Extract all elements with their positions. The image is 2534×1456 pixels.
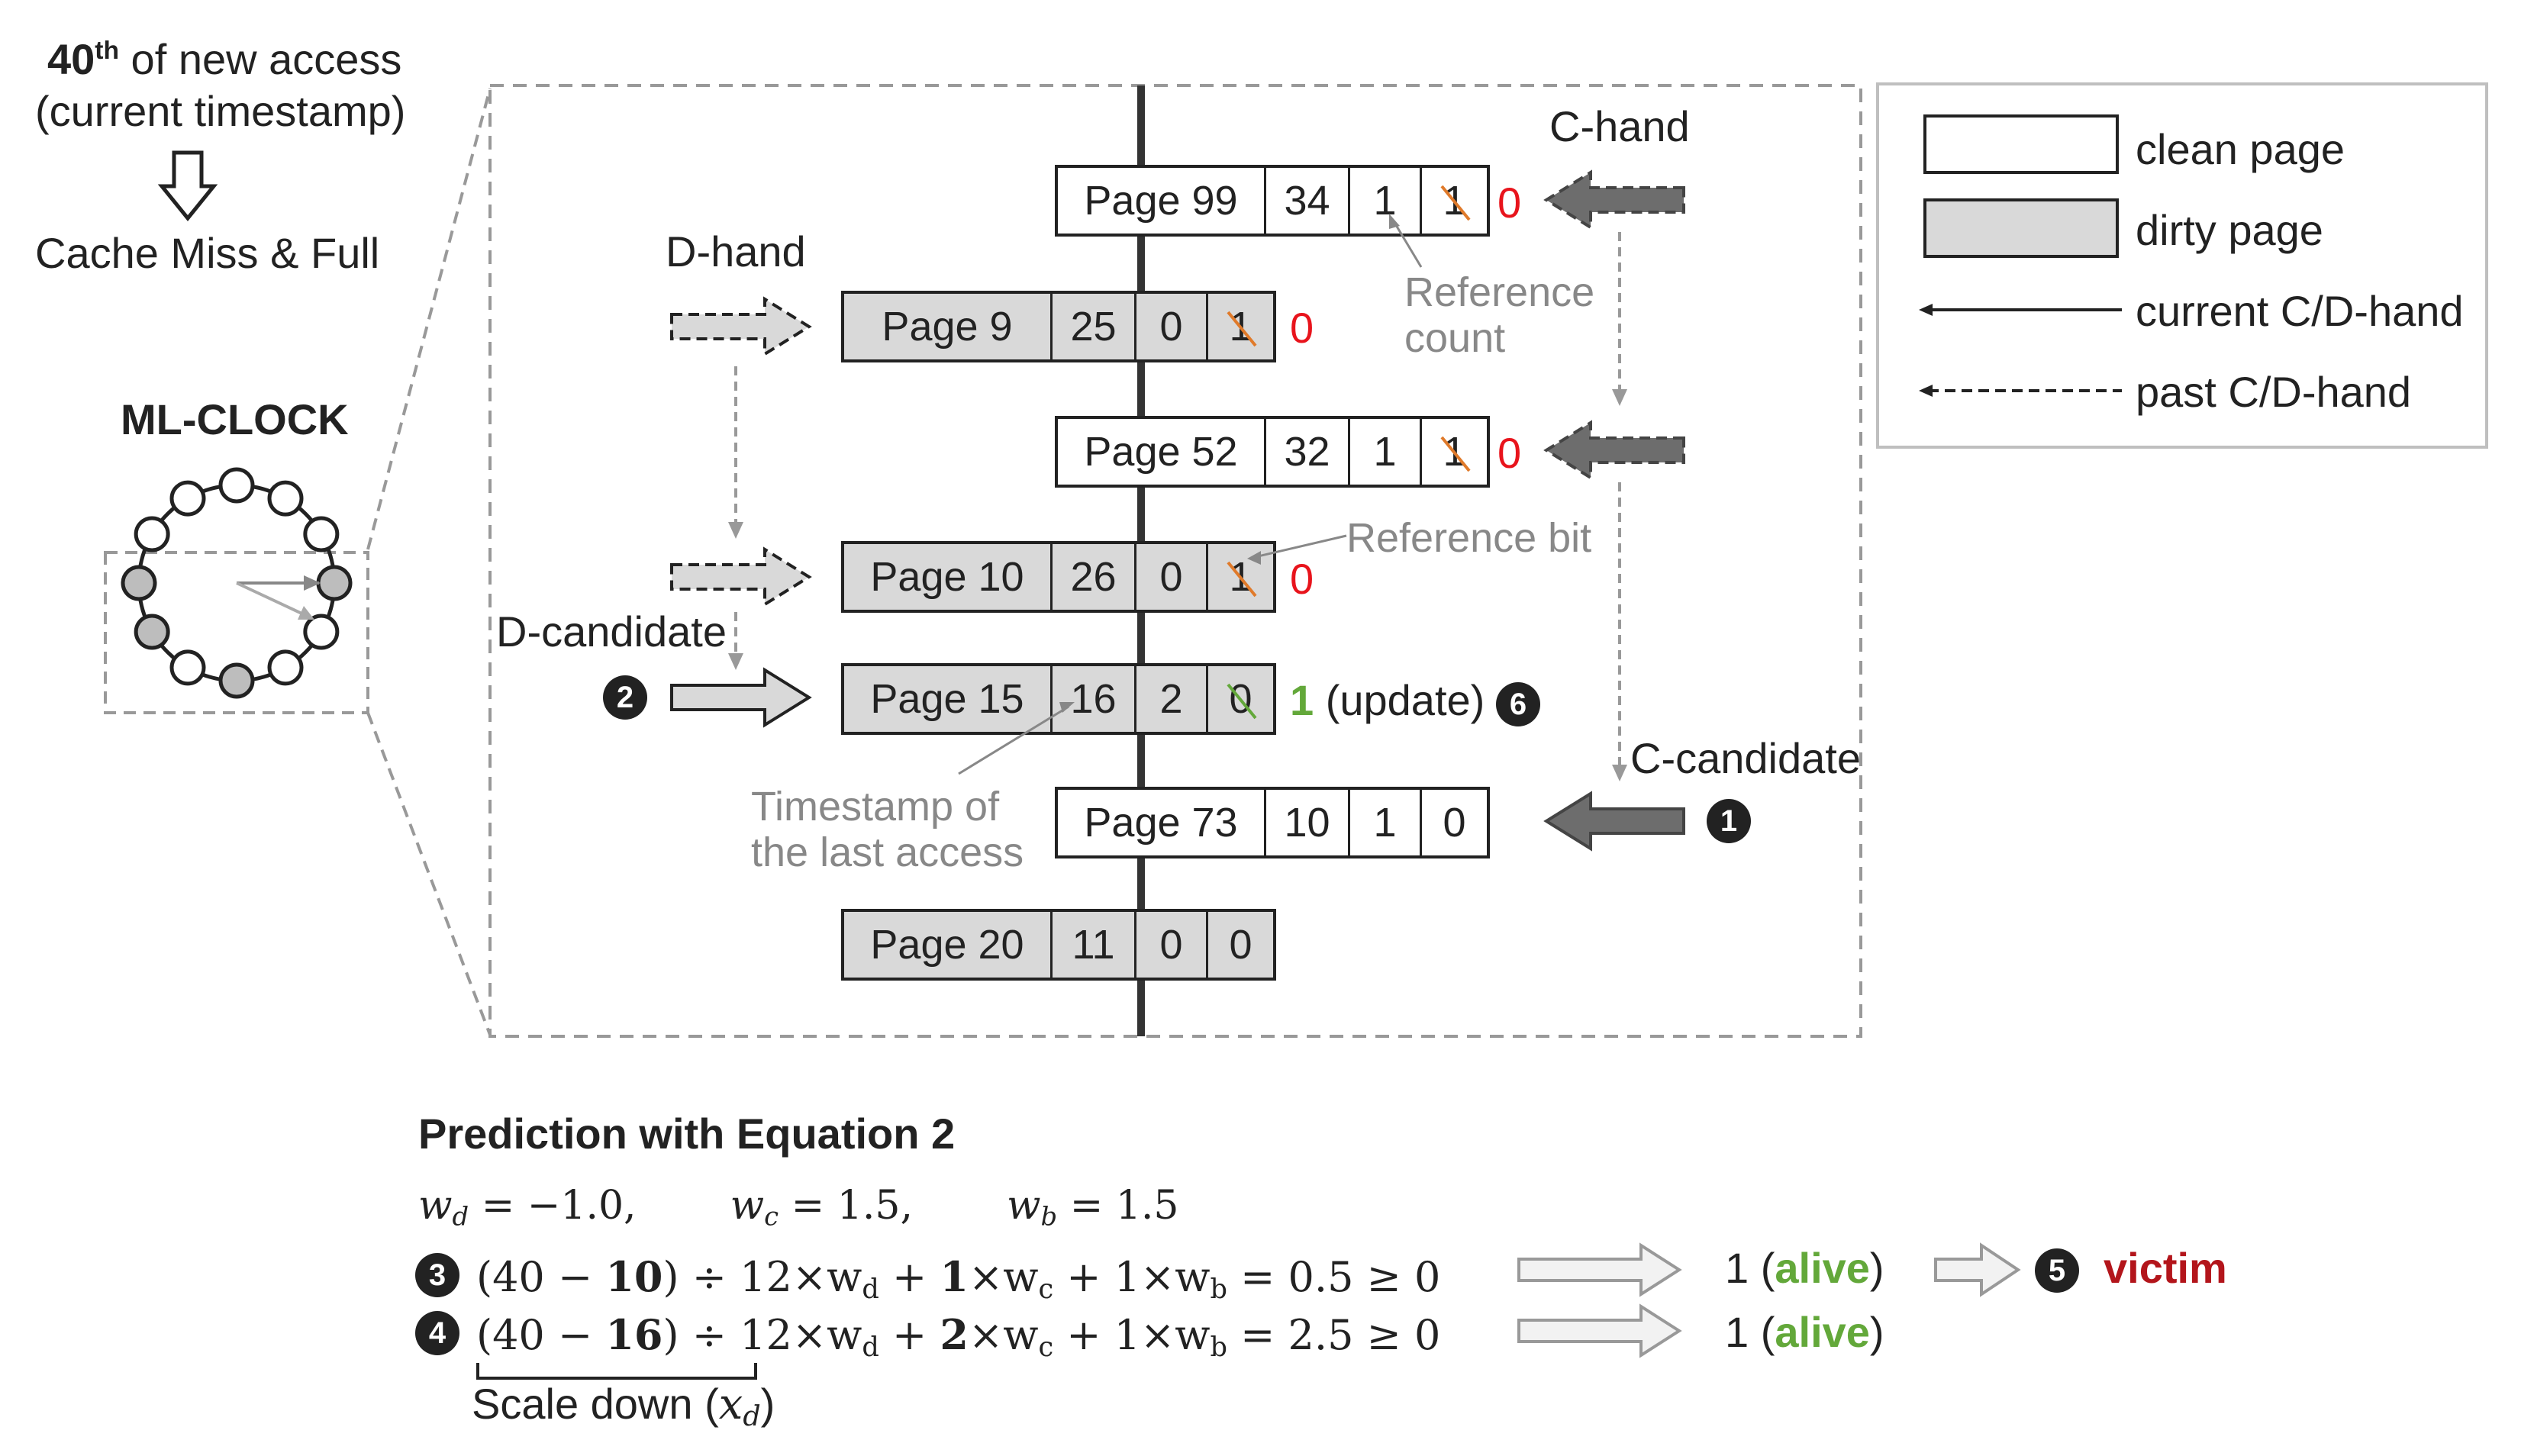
clock-node xyxy=(169,649,206,686)
page-ref-count: 0 xyxy=(1134,912,1206,978)
d-hand-label: D-hand xyxy=(666,227,806,275)
page-ref-bit: 1 xyxy=(1206,294,1273,359)
page-ref-count: 1 xyxy=(1348,168,1420,234)
strike-mark xyxy=(1440,436,1471,472)
page-ref-bit: 0 xyxy=(1206,912,1273,978)
strike-mark xyxy=(1440,185,1471,221)
c-hand-label: C-hand xyxy=(1549,102,1690,150)
legend-clean-label: clean page xyxy=(2136,125,2345,173)
legend-dirty-swatch xyxy=(1923,198,2119,258)
strike-mark xyxy=(1227,311,1257,347)
page-timestamp: 16 xyxy=(1050,666,1134,732)
strike-mark xyxy=(1227,683,1257,720)
new-bit-value: 0 xyxy=(1290,304,1314,352)
reference-bit-label: Reference bit xyxy=(1346,515,1592,561)
equation-4: (40 − 16) ÷ 12×wd + 2×wc + 1×wb = 2.5 ≥ … xyxy=(476,1310,1441,1363)
page-99-row: Page 99 34 1 1 xyxy=(1055,165,1490,237)
victim-label: victim xyxy=(2104,1244,2227,1292)
page-20-row: Page 20 11 0 0 xyxy=(841,909,1276,981)
page-9-row: Page 9 25 0 1 xyxy=(841,291,1276,362)
page-name: Page 52 xyxy=(1084,429,1238,475)
page-ref-count: 1 xyxy=(1348,419,1420,485)
clock-node xyxy=(267,649,304,686)
clock-node xyxy=(218,662,255,699)
new-bit-value: 0 xyxy=(1498,179,1522,227)
page-timestamp: 32 xyxy=(1264,419,1348,485)
page-15-row: Page 15 16 2 0 xyxy=(841,663,1276,735)
page-10-row: Page 10 26 0 1 xyxy=(841,541,1276,613)
scale-down-label: Scale down (xd) xyxy=(472,1380,775,1433)
page-name: Page 73 xyxy=(1084,800,1238,846)
page-ref-count: 2 xyxy=(1134,666,1206,732)
new-bit-value: 0 xyxy=(1290,555,1314,603)
clock-node xyxy=(169,480,206,517)
access-label: 40th of new access xyxy=(47,35,402,83)
timestamp-label-1: Timestamp of xyxy=(751,784,1000,829)
page-name: Page 15 xyxy=(870,676,1024,722)
timestamp-label-2: the last access xyxy=(751,829,1024,875)
scale-brace xyxy=(476,1363,757,1380)
clock-node xyxy=(134,614,170,650)
strike-mark xyxy=(1227,561,1257,598)
legend-lines xyxy=(1919,304,2122,397)
legend-dirty-label: dirty page xyxy=(2136,206,2323,254)
page-ref-bit: 0 xyxy=(1420,790,1487,855)
page-ref-bit: 1 xyxy=(1206,544,1273,610)
reference-count-label-2: count xyxy=(1404,315,1506,361)
new-bit-value: 0 xyxy=(1498,429,1522,477)
page-ref-bit: 1 xyxy=(1420,168,1487,234)
page-52-row: Page 52 32 1 1 xyxy=(1055,416,1490,488)
page-ref-bit: 0 xyxy=(1206,666,1273,732)
equation-3: (40 − 10) ÷ 12×wd + 1×wc + 1×wb = 0.5 ≥ … xyxy=(476,1252,1441,1305)
legend-clean-swatch xyxy=(1923,114,2119,174)
page-timestamp: 25 xyxy=(1050,294,1134,359)
updated-bit: 1 (update) xyxy=(1290,676,1485,724)
result-3: 1 (alive) xyxy=(1725,1244,1884,1292)
page-timestamp: 10 xyxy=(1264,790,1348,855)
clock-node xyxy=(218,467,255,504)
result-4: 1 (alive) xyxy=(1725,1308,1884,1356)
page-name: Page 10 xyxy=(870,554,1024,600)
clock-node xyxy=(303,614,340,650)
page-name: Page 9 xyxy=(882,304,1013,350)
ml-clock-title: ML-CLOCK xyxy=(121,395,349,443)
page-name: Page 20 xyxy=(870,922,1024,968)
step-badge-6: 6 xyxy=(1496,682,1540,726)
clock-node xyxy=(303,516,340,552)
step-badge-3: 3 xyxy=(415,1253,459,1297)
clock-node xyxy=(121,565,157,601)
d-candidate-label: D-candidate xyxy=(496,607,727,656)
step-badge-5: 5 xyxy=(2035,1248,2079,1293)
page-73-row: Page 73 10 1 0 xyxy=(1055,787,1490,858)
step-badge-1: 1 xyxy=(1707,799,1751,843)
step-badge-2: 2 xyxy=(603,675,647,720)
page-timestamp: 34 xyxy=(1264,168,1348,234)
clock-node xyxy=(267,480,304,517)
c-candidate-label: C-candidate xyxy=(1630,734,1861,782)
clock-node xyxy=(134,516,170,552)
down-arrow-icon xyxy=(157,150,218,221)
page-timestamp: 11 xyxy=(1050,912,1134,978)
page-ref-count: 1 xyxy=(1348,790,1420,855)
current-timestamp-label: (current timestamp) xyxy=(35,87,406,135)
weights-line: wd = −1.0, wc = 1.5, wb = 1.5 xyxy=(418,1183,1179,1232)
prediction-title: Prediction with Equation 2 xyxy=(418,1110,956,1158)
page-timestamp: 26 xyxy=(1050,544,1134,610)
step-badge-4: 4 xyxy=(415,1311,459,1355)
page-name: Page 99 xyxy=(1084,178,1238,224)
page-ref-count: 0 xyxy=(1134,544,1206,610)
page-ref-count: 0 xyxy=(1134,294,1206,359)
legend-current-label: current C/D-hand xyxy=(2136,287,2464,335)
cache-miss-label: Cache Miss & Full xyxy=(35,229,380,277)
legend-past-label: past C/D-hand xyxy=(2136,368,2412,416)
page-ref-bit: 1 xyxy=(1420,419,1487,485)
reference-count-label-1: Reference xyxy=(1404,269,1595,315)
